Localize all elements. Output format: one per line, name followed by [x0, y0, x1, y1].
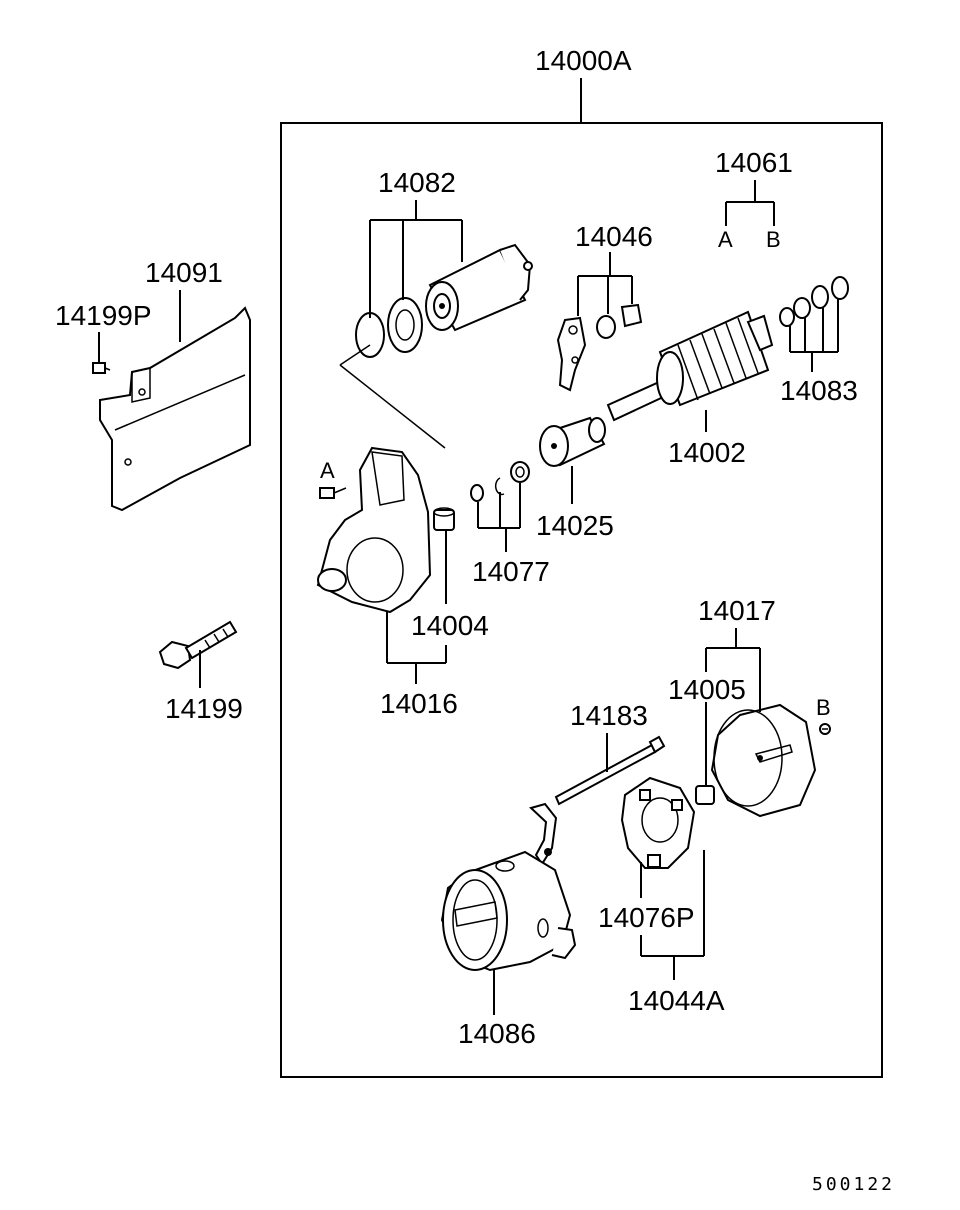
- plate-14046[interactable]: [620, 303, 643, 328]
- solenoid-14082[interactable]: [425, 243, 533, 332]
- seal-14046[interactable]: [596, 315, 616, 339]
- heat-shield-14091[interactable]: [99, 306, 251, 512]
- armature-14002[interactable]: [606, 310, 774, 422]
- label-14044A[interactable]: 14044A: [628, 985, 725, 1016]
- label-14199P[interactable]: 14199P: [55, 300, 152, 331]
- rear-cover-14017[interactable]: [710, 703, 817, 818]
- label-14091[interactable]: 14091: [145, 257, 223, 288]
- label-14016[interactable]: 14016: [380, 688, 458, 719]
- bolt-14199P[interactable]: [92, 362, 111, 374]
- bolt-14199[interactable]: [158, 620, 238, 670]
- label-14061-b[interactable]: B: [766, 227, 781, 252]
- label-14005[interactable]: 14005: [668, 674, 746, 705]
- clips-14077[interactable]: [470, 461, 530, 502]
- washers-14083[interactable]: [779, 276, 849, 327]
- through-bolt-14183[interactable]: [554, 735, 666, 806]
- pinion-14025[interactable]: [539, 416, 606, 467]
- label-14061-a[interactable]: A: [718, 227, 733, 252]
- yoke-14086[interactable]: [440, 850, 577, 972]
- bushing-14004[interactable]: [433, 507, 455, 531]
- label-14061[interactable]: 14061: [715, 147, 793, 178]
- lever-14046[interactable]: [556, 316, 587, 392]
- label-14017[interactable]: 14017: [698, 595, 776, 626]
- label-14077[interactable]: 14077: [472, 556, 550, 587]
- label-14199[interactable]: 14199: [165, 693, 243, 724]
- ref-b-label[interactable]: B: [816, 695, 831, 720]
- bushing-14005[interactable]: [695, 785, 715, 805]
- diagram-code: 500122: [812, 1174, 895, 1195]
- screw-b-14017[interactable]: [819, 723, 831, 735]
- label-14046[interactable]: 14046: [575, 221, 653, 252]
- label-14076P[interactable]: 14076P: [598, 902, 695, 933]
- brush-lead-14044A[interactable]: [529, 802, 558, 866]
- gasket-14082[interactable]: [387, 297, 423, 353]
- housing-14016[interactable]: [316, 446, 432, 614]
- label-14086[interactable]: 14086: [458, 1018, 536, 1049]
- label-14183[interactable]: 14183: [570, 700, 648, 731]
- label-14002[interactable]: 14002: [668, 437, 746, 468]
- assembly-label[interactable]: 14000A: [535, 45, 632, 76]
- label-14083[interactable]: 14083: [780, 375, 858, 406]
- label-14004[interactable]: 14004: [411, 610, 489, 641]
- bolt-a-14016[interactable]: [319, 487, 347, 499]
- label-14025[interactable]: 14025: [536, 510, 614, 541]
- label-14082[interactable]: 14082: [378, 167, 456, 198]
- brush-holder-14044A[interactable]: [620, 776, 696, 869]
- ref-a-label[interactable]: A: [320, 458, 335, 483]
